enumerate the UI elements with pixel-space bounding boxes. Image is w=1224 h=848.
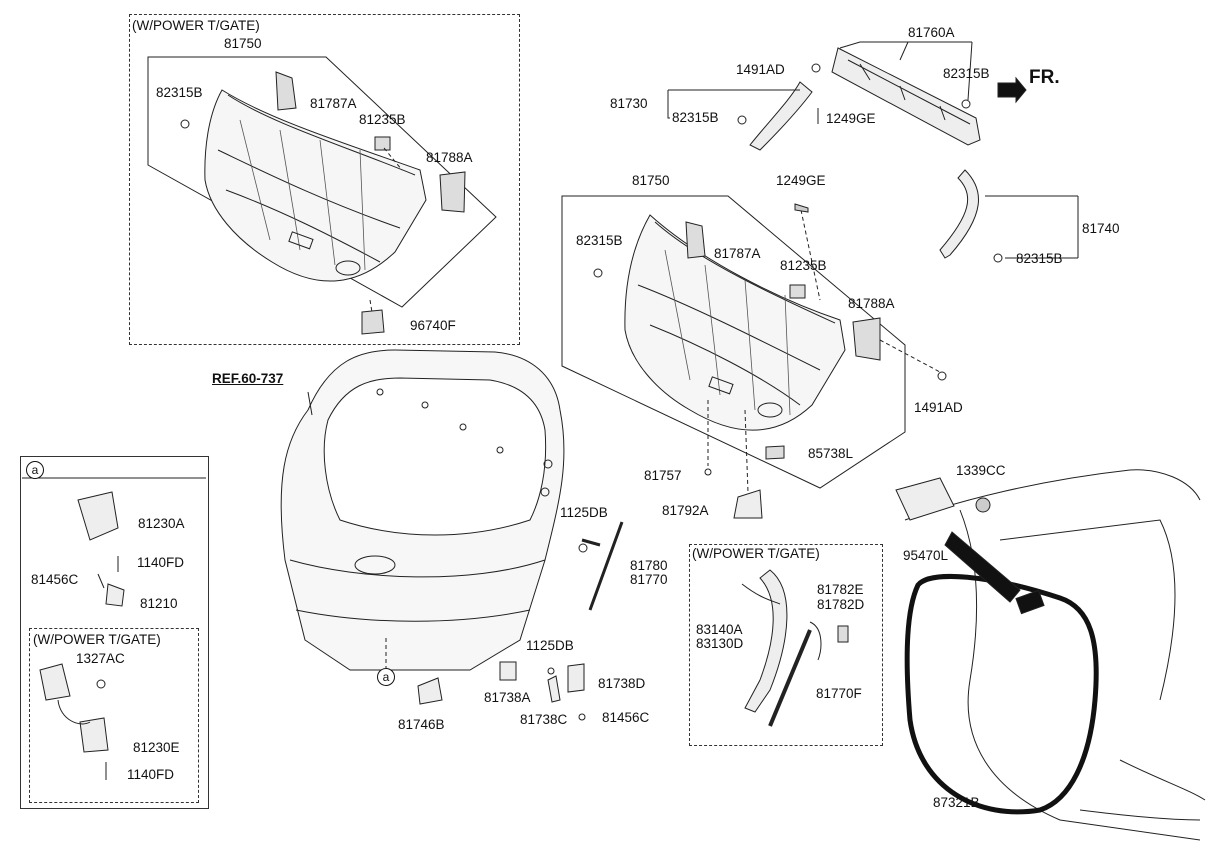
part-label: 81757 xyxy=(644,468,682,483)
part-96740F xyxy=(361,309,385,335)
part-label: 83130D xyxy=(696,636,744,651)
part-label: 96740F xyxy=(410,318,456,333)
part-label: 81760A xyxy=(908,25,955,40)
part-label: 81787A xyxy=(310,96,357,111)
part-label: 81738C xyxy=(520,712,568,727)
header-power-tgate-top: (W/POWER T/GATE) xyxy=(132,18,260,33)
part-label: 1339CC xyxy=(956,463,1006,478)
part-label: 1125DB xyxy=(526,638,574,653)
fr-label: FR. xyxy=(1029,67,1060,88)
part-81746B xyxy=(417,677,443,705)
part-label: 82315B xyxy=(672,110,719,125)
part-label: 81456C xyxy=(602,710,650,725)
part-81730 xyxy=(749,81,813,151)
part-label: 1249GE xyxy=(826,111,876,126)
part-label: 85738L xyxy=(808,446,854,461)
fr-arrow xyxy=(997,76,1027,104)
part-label: 81740 xyxy=(1082,221,1120,236)
part-label: 82315B xyxy=(1016,251,1063,266)
part-label: 81738A xyxy=(484,690,531,705)
part-label: 81770F xyxy=(816,686,862,701)
part-81787A-top xyxy=(275,71,297,111)
part-label: 1140FD xyxy=(137,555,185,570)
part-label: 1491AD xyxy=(736,62,785,77)
part-label: 81782E xyxy=(817,582,864,597)
part-label: 82315B xyxy=(576,233,623,248)
module-95470L xyxy=(895,477,955,521)
part-label: 81788A xyxy=(426,150,473,165)
power-tgate-box-left xyxy=(29,628,199,803)
part-label: 82315B xyxy=(943,66,990,81)
tailgate-shape xyxy=(280,349,565,671)
part-label: 81230E xyxy=(133,740,180,755)
vehicle-rear-shape xyxy=(904,469,1206,841)
part-81792A xyxy=(733,489,763,519)
part-81760A xyxy=(831,47,981,146)
part-label: 1140FD xyxy=(127,767,175,782)
ref-label: REF.60-737 xyxy=(212,371,284,386)
part-label: 81770 xyxy=(630,572,668,587)
part-label: 81750 xyxy=(224,36,262,51)
header-power-tgate-left: (W/POWER T/GATE) xyxy=(33,632,161,647)
pointer-arrow xyxy=(944,531,1021,603)
part-label: 1491AD xyxy=(914,400,963,415)
part-label: 81210 xyxy=(140,596,178,611)
part-label: 81792A xyxy=(662,503,709,518)
part-label: 81456C xyxy=(31,572,79,587)
part-label: 81787A xyxy=(714,246,761,261)
callout-a-tailgate: a xyxy=(377,668,395,686)
part-label: 81738D xyxy=(598,676,646,691)
power-tgate-box-top xyxy=(129,14,520,345)
part-label: 1125DB xyxy=(560,505,608,520)
part-label: 81780 xyxy=(630,558,668,573)
part-label: 81750 xyxy=(632,173,670,188)
part-label: 81730 xyxy=(610,96,648,111)
part-label: 1327AC xyxy=(76,651,125,666)
trim-panel-top-shape xyxy=(204,89,427,282)
callout-a-inset: a xyxy=(26,461,44,479)
part-label: 87321B xyxy=(933,795,980,810)
part-label: 95470L xyxy=(903,548,949,563)
part-label: 81746B xyxy=(398,717,445,732)
part-label: 1249GE xyxy=(776,173,826,188)
part-label: 81230A xyxy=(138,516,185,531)
weatherstrip-87321B xyxy=(904,573,1099,815)
part-label: 81235B xyxy=(780,258,827,273)
part-81788A-top xyxy=(439,171,466,213)
part-label: 81235B xyxy=(359,112,406,127)
inset-a-box xyxy=(20,456,209,809)
part-label: 81788A xyxy=(848,296,895,311)
header-power-tgate-mid: (W/POWER T/GATE) xyxy=(692,546,820,561)
part-label: 83140A xyxy=(696,622,743,637)
part-label: 81782D xyxy=(817,597,865,612)
strut-81780 xyxy=(581,521,624,611)
part-label: 82315B xyxy=(156,85,203,100)
trim-panel-mid-shape xyxy=(624,214,846,431)
strut-81770F xyxy=(768,629,812,727)
power-tgate-box-mid xyxy=(689,544,883,746)
part-81740 xyxy=(939,169,979,259)
